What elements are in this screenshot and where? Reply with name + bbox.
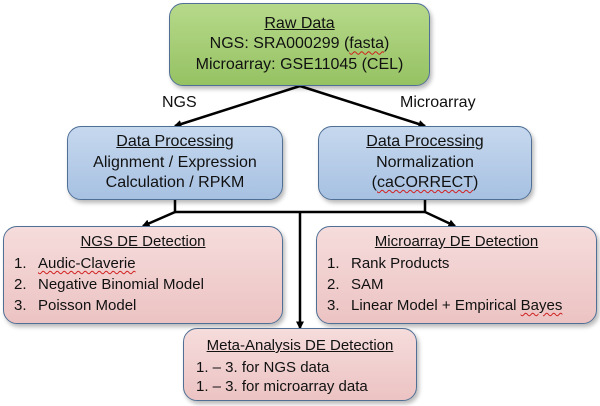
microarray-processing-title: Data Processing — [366, 133, 484, 151]
meta-analysis-line1: 1. – 3. for NGS data — [196, 359, 330, 377]
raw-data-box: Raw Data NGS: SRA000299 (fasta) Microarr… — [169, 3, 430, 86]
meta-analysis-box: Meta-Analysis DE Detection 1. – 3. for N… — [183, 328, 417, 401]
raw-data-title: Raw Data — [264, 14, 335, 32]
ngs-processing-box: Data Processing Alignment / Expression C… — [67, 126, 283, 200]
list-item: 3.Poisson Model — [14, 297, 137, 315]
ngs-de-methods-list: 1.Audic-Claverie 2.Negative Binomial Mod… — [14, 253, 282, 316]
ngs-processing-line1: Alignment / Expression — [93, 153, 257, 171]
edge-label-microarray: Microarray — [400, 94, 476, 111]
arrow-raw-to-ngs-processing — [173, 84, 301, 128]
connector-ngs-processing-to-de — [141, 200, 177, 228]
microarray-processing-box: Data Processing Normalization (caCORRECT… — [318, 126, 532, 200]
edge-label-ngs: NGS — [162, 94, 197, 111]
arrow-raw-to-microarray-processing — [299, 84, 427, 128]
ngs-processing-title: Data Processing — [116, 133, 234, 151]
raw-data-microarray-line: Microarray: GSE11045 (CEL) — [195, 55, 404, 73]
list-item: 2.Negative Binomial Model — [14, 276, 204, 294]
microarray-de-methods-list: 1.Rank Products 2.SAM 3.Linear Model + E… — [327, 253, 596, 316]
microarray-processing-line2: (caCORRECT) — [371, 174, 479, 192]
list-item: 3.Linear Model + Empirical Bayes — [327, 297, 563, 315]
ngs-processing-line2: Calculation / RPKM — [105, 174, 245, 192]
list-item: 2.SAM — [327, 276, 384, 294]
microarray-processing-line1: Normalization — [376, 153, 474, 171]
connector-microarray-processing-to-de — [423, 200, 457, 228]
ngs-de-title: NGS DE Detection — [80, 233, 206, 250]
list-item: 1.Audic-Claverie — [14, 255, 136, 273]
microarray-de-detection-box: Microarray DE Detection 1.Rank Products … — [316, 226, 597, 324]
ngs-de-detection-box: NGS DE Detection 1.Audic-Claverie 2.Nega… — [3, 226, 283, 324]
meta-analysis-title: Meta-Analysis DE Detection — [206, 337, 394, 354]
microarray-de-title: Microarray DE Detection — [374, 233, 539, 250]
raw-data-ngs-line: NGS: SRA000299 (fasta) — [209, 35, 390, 53]
list-item: 1.Rank Products — [327, 255, 450, 273]
meta-analysis-line2: 1. – 3. for microarray data — [196, 378, 368, 396]
